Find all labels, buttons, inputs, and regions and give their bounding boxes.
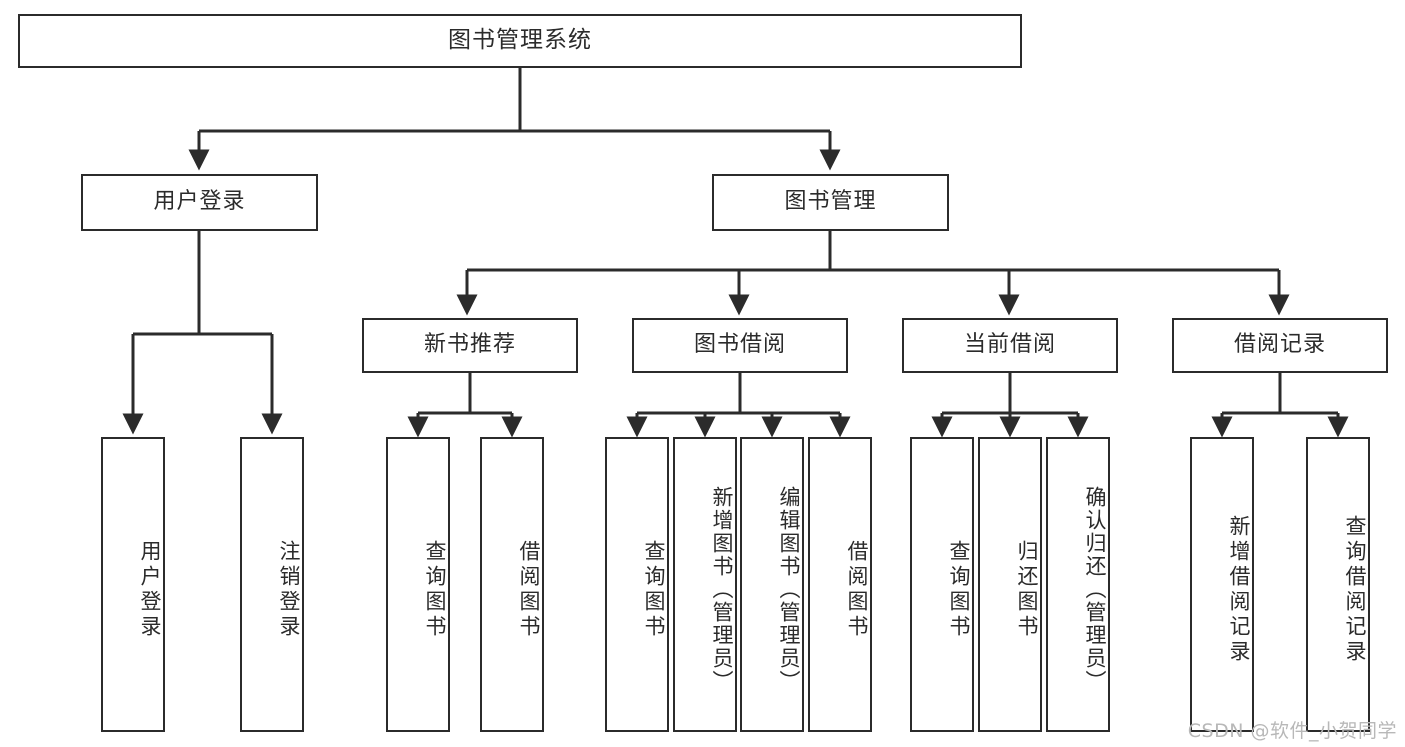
leaf-user-login[interactable]: 用户登录 [101, 437, 165, 732]
leaf-confirm-return-admin[interactable]: 确认归还（管理员） [1046, 437, 1110, 732]
leaf-add-borrowing-record[interactable]: 新增借阅记录 [1190, 437, 1254, 732]
node-current-borrowing[interactable]: 当前借阅 [902, 318, 1118, 373]
node-book-borrowing[interactable]: 图书借阅 [632, 318, 848, 373]
leaf-return-books[interactable]: 归还图书 [978, 437, 1042, 732]
node-book-management[interactable]: 图书管理 [712, 174, 949, 231]
node-user-login[interactable]: 用户登录 [81, 174, 318, 231]
leaf-query-books-current[interactable]: 查询图书 [910, 437, 974, 732]
leaf-query-books-recommendation[interactable]: 查询图书 [386, 437, 450, 732]
leaf-query-borrowing-record[interactable]: 查询借阅记录 [1306, 437, 1370, 732]
node-root-library-system[interactable]: 图书管理系统 [18, 14, 1022, 68]
leaf-borrow-books-borrowing[interactable]: 借阅图书 [808, 437, 872, 732]
node-new-book-recommendation[interactable]: 新书推荐 [362, 318, 578, 373]
watermark: CSDN @软件_小贺同学 [1187, 720, 1397, 742]
leaf-add-book-admin[interactable]: 新增图书（管理员） [673, 437, 737, 732]
leaf-logout[interactable]: 注销登录 [240, 437, 304, 732]
leaf-query-books-borrowing[interactable]: 查询图书 [605, 437, 669, 732]
leaf-edit-book-admin[interactable]: 编辑图书（管理员） [740, 437, 804, 732]
leaf-borrow-books-recommendation[interactable]: 借阅图书 [480, 437, 544, 732]
node-borrowing-records[interactable]: 借阅记录 [1172, 318, 1388, 373]
